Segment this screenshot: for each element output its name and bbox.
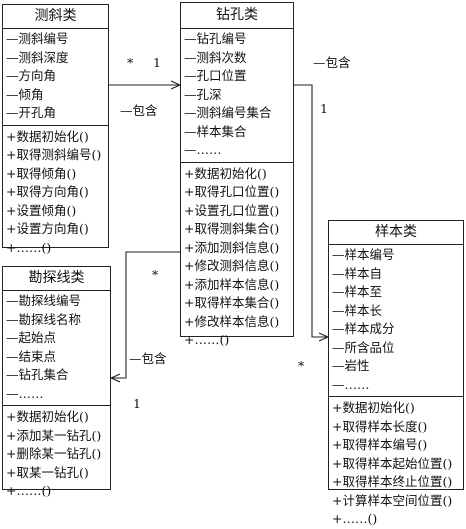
method-row: +数据初始化() [332, 400, 415, 415]
attribute-row: —钻孔集合 [6, 367, 69, 382]
class-zuankong-attributes: —钻孔编号 —测斜次数 —孔口位置 —孔深 —测斜编号集合 —样本集合 —…… [181, 29, 293, 163]
attribute-row: —孔口位置 [184, 68, 247, 83]
attribute-row: —孔深 [184, 86, 222, 102]
attribute-row: —样本自 [332, 265, 383, 281]
attribute-row: —测斜编号 [6, 31, 69, 46]
attribute-row: —样本至 [332, 284, 383, 299]
method-row: +删除某一钻孔() [6, 446, 102, 461]
method-row: +添加测斜信息() [184, 239, 280, 255]
link-zuankong-yangben [294, 84, 328, 337]
method-row: +取得方向角() [6, 184, 89, 199]
method-row: +……() [332, 511, 378, 526]
class-kantanxian-title: 勘探线类 [3, 267, 110, 291]
attribute-row: —样本成分 [332, 321, 395, 336]
method-row: +取得孔口位置() [184, 184, 280, 199]
class-zuankong: 钻孔类 —钻孔编号 —测斜次数 —孔口位置 —孔深 —测斜编号集合 —样本集合 … [180, 2, 294, 347]
method-row: +取得样本长度() [332, 418, 428, 434]
attribute-row: —岩性 [332, 358, 370, 373]
class-kantanxian-attributes: —勘探线编号 —勘探线名称 —起始点 —结束点 —钻孔集合 —…… [3, 291, 110, 406]
class-zuankong-methods: +数据初始化() +取得孔口位置() +设置孔口位置() +取得测斜集合() +… [181, 163, 293, 350]
method-row: +数据初始化() [6, 128, 89, 144]
method-row: +……() [6, 239, 52, 255]
attribute-row: —…… [6, 385, 44, 401]
method-row: +取得测斜集合() [184, 221, 280, 236]
attribute-row: —样本集合 [184, 123, 247, 139]
method-row: +设置倾角() [6, 202, 77, 218]
attribute-row: —勘探线名称 [6, 311, 82, 327]
attribute-row: —倾角 [6, 86, 44, 102]
method-row: +添加样本信息() [184, 276, 280, 292]
attribute-row: —开孔角 [6, 105, 57, 120]
relation-label-zuankong-yangben: —包含 [313, 55, 351, 70]
class-cexie-methods: +数据初始化() +取得测斜编号() +取得倾角() +取得方向角() +设置倾… [3, 126, 108, 258]
link-zuankong-kantanxian [111, 251, 180, 378]
class-cexie-title: 测斜类 [3, 5, 108, 29]
method-row: +……() [184, 332, 230, 347]
method-row: +数据初始化() [6, 409, 89, 424]
attribute-row: —测斜次数 [184, 49, 247, 65]
method-row: +设置孔口位置() [184, 202, 280, 218]
class-kantanxian: 勘探线类 —勘探线编号 —勘探线名称 —起始点 —结束点 —钻孔集合 —…… +… [2, 266, 111, 498]
attribute-row: —样本长 [332, 302, 383, 318]
method-row: +取得样本集合() [184, 295, 280, 310]
multiplicity-zuankong-end: 1 [153, 55, 161, 70]
attribute-row: —起始点 [6, 330, 57, 345]
class-yangben-attributes: —样本编号 —样本自 —样本至 —样本长 —样本成分 —所含品位 —岩性 —…… [329, 245, 463, 397]
attribute-row: —勘探线编号 [6, 293, 82, 308]
method-row: +修改测斜信息() [184, 258, 280, 273]
method-row: +取得倾角() [6, 165, 77, 181]
class-yangben-title: 样本类 [329, 221, 463, 245]
association-lines [109, 0, 466, 493]
class-cexie-attributes: —测斜编号 —测斜深度 —方向角 —倾角 —开孔角 [3, 29, 108, 126]
method-row: +取得样本终止位置() [332, 474, 453, 489]
method-row: +数据初始化() [184, 165, 267, 181]
multiplicity-yangben-end: * [298, 358, 305, 373]
method-row: +……() [6, 483, 52, 498]
attribute-row: —方向角 [6, 68, 57, 83]
method-row: +取得测斜编号() [6, 147, 102, 162]
method-row: +计算样本空间位置() [332, 492, 453, 508]
attribute-row: —钻孔编号 [184, 31, 247, 46]
method-row: +设置方向角() [6, 221, 89, 236]
attribute-row: —样本编号 [332, 247, 395, 262]
attribute-row: —测斜深度 [6, 49, 69, 65]
class-zuankong-title: 钻孔类 [181, 3, 293, 29]
class-cexie: 测斜类 —测斜编号 —测斜深度 —方向角 —倾角 —开孔角 +数据初始化() +… [2, 4, 109, 255]
attribute-row: —所含品位 [332, 339, 395, 355]
attribute-row: —结束点 [6, 348, 57, 364]
relation-label-zuankong-kantanxian: —包含 [129, 351, 167, 366]
attribute-row: —…… [184, 142, 222, 157]
multiplicity-cexie-end: * [127, 55, 134, 70]
class-kantanxian-methods: +数据初始化() +添加某一钻孔() +删除某一钻孔() +取某一钻孔() +…… [3, 406, 110, 501]
class-yangben-methods: +数据初始化() +取得样本长度() +取得样本编号() +取得样本起始位置()… [329, 397, 463, 529]
class-yangben: 样本类 —样本编号 —样本自 —样本至 —样本长 —样本成分 —所含品位 —岩性… [328, 220, 464, 526]
attribute-row: —…… [332, 376, 370, 392]
method-row: +修改样本信息() [184, 313, 280, 329]
multiplicity-zuankong-end: * [152, 267, 159, 282]
multiplicity-zuankong-end: 1 [320, 101, 328, 116]
attribute-row: —测斜编号集合 [184, 105, 272, 120]
method-row: +取得样本编号() [332, 437, 428, 452]
multiplicity-kantanxian-end: 1 [133, 396, 141, 411]
method-row: +取得样本起始位置() [332, 455, 453, 471]
method-row: +添加某一钻孔() [6, 427, 102, 443]
method-row: +取某一钻孔() [6, 464, 89, 480]
relation-label-cexie-zuankong: —包含 [120, 103, 158, 118]
